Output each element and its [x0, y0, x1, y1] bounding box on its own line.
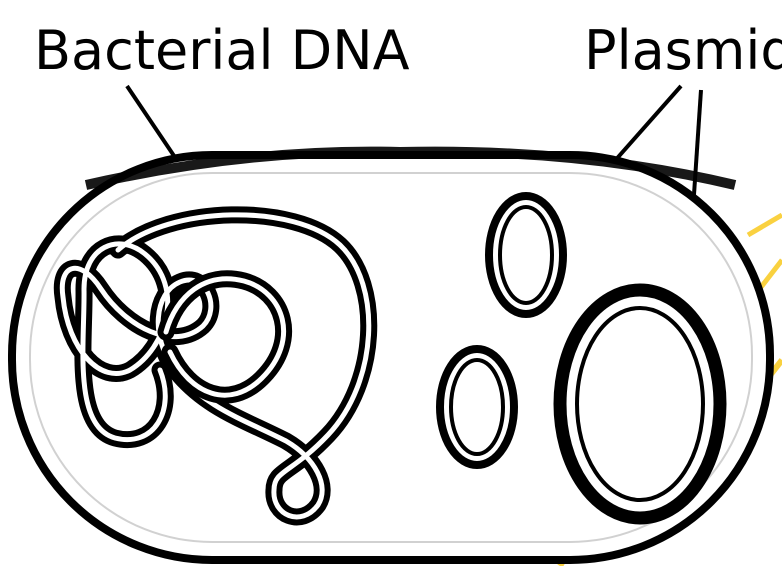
- plasmids-label: Plasmids: [584, 19, 782, 82]
- watermark-stroke-3: [748, 215, 782, 235]
- cell-outer-wall: [12, 155, 770, 560]
- bacterial-dna-label: Bacterial DNA: [34, 19, 410, 82]
